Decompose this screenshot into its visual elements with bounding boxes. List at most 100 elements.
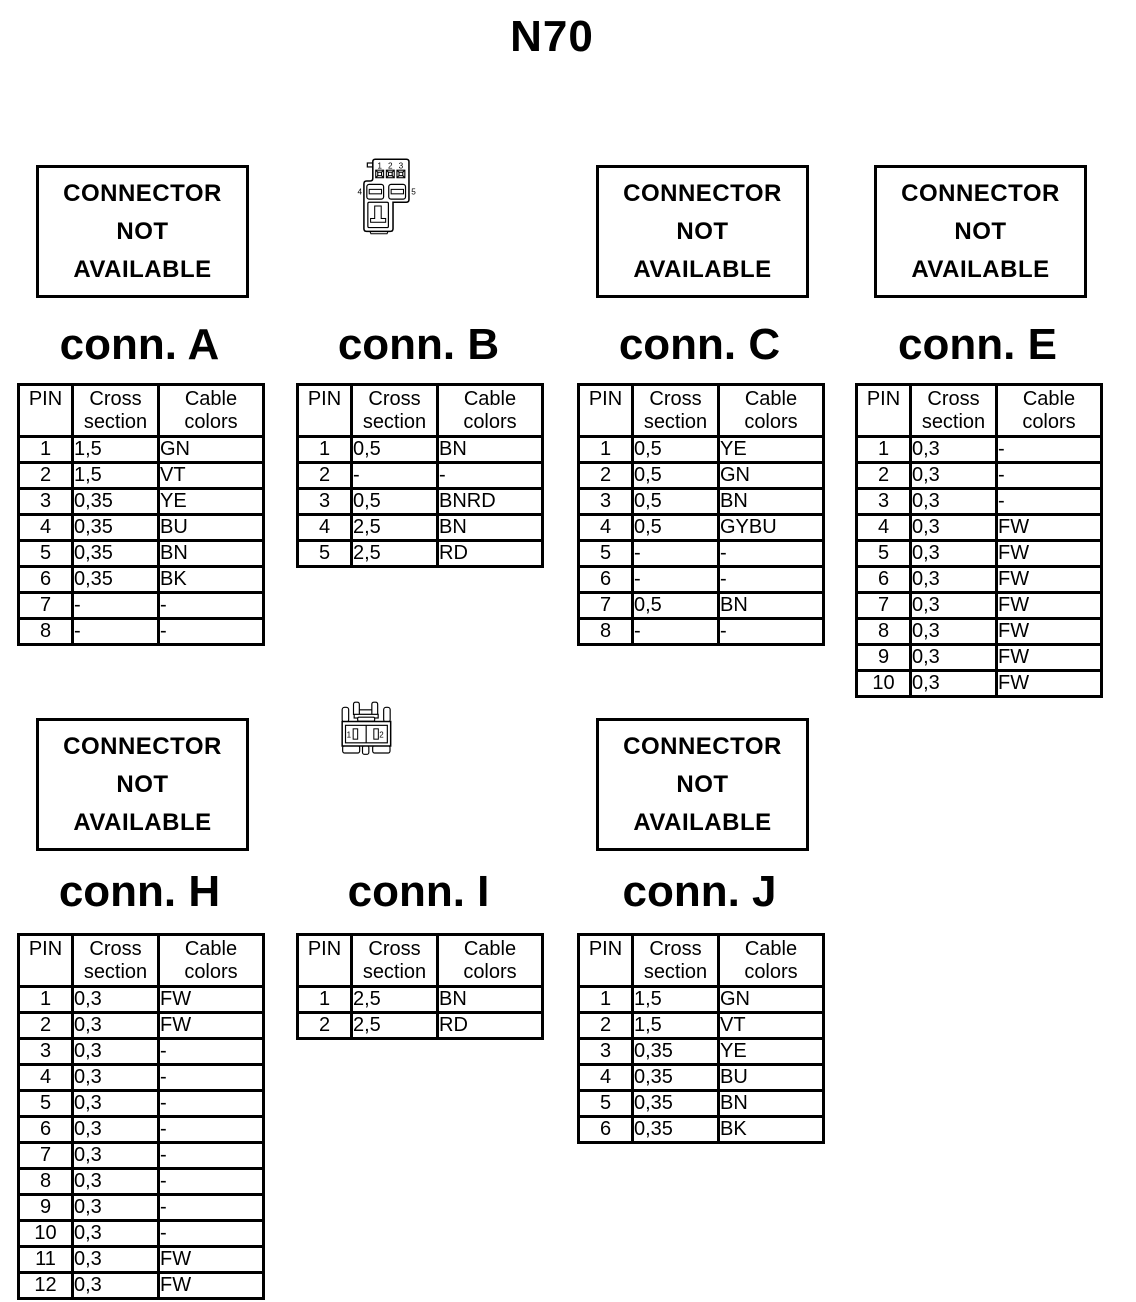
pin-number-label: 4 (358, 188, 363, 197)
cable-color-cell: GN (157, 435, 265, 464)
na-line: NOT (954, 217, 1007, 245)
cross-section-cell: 0,3 (71, 1141, 160, 1170)
cross-section-cell: - (631, 565, 720, 594)
cable-color-cell: GN (717, 985, 825, 1014)
cross-section-cell: 0,3 (909, 669, 998, 698)
cable-color-cell: BU (717, 1063, 825, 1092)
pin-cell: 4 (296, 513, 353, 542)
cross-section-cell: - (350, 461, 439, 490)
na-line: CONNECTOR (623, 179, 782, 207)
na-line: NOT (676, 770, 729, 798)
connector-label-a: conn. A (59, 320, 220, 369)
cable-color-cell: - (995, 487, 1103, 516)
connector-b-pin4-slot (368, 188, 383, 195)
cross-section-cell: 2,5 (350, 1011, 439, 1040)
table-row: 2-- (296, 461, 544, 490)
pin-cell: 3 (577, 1037, 634, 1066)
cable-color-cell: YE (717, 1037, 825, 1066)
cross-section-cell: 0,35 (631, 1037, 720, 1066)
pin-number-label: 5 (411, 188, 416, 197)
pin-cell: 1 (577, 985, 634, 1014)
connector-i-latch-catch (357, 716, 376, 722)
cross-section-cell: 0,35 (631, 1063, 720, 1092)
pin-cell: 2 (17, 461, 74, 490)
cross-section-cell: 0,5 (350, 435, 439, 464)
connector-label-j: conn. J (622, 867, 777, 916)
cable-color-cell: YE (717, 435, 825, 464)
cross-section-cell: 0,3 (71, 1167, 160, 1196)
pin-cell: 5 (296, 539, 353, 568)
cross-section-cell: 0,5 (631, 435, 720, 464)
connector-b-pin1-socket (375, 169, 385, 179)
cross-section-cell: 0,35 (71, 487, 160, 516)
pin-cell: 8 (577, 617, 634, 646)
connector-b-pin3-socket (396, 169, 406, 179)
page-title: N70 (510, 12, 594, 61)
pin-cell: 4 (17, 513, 74, 542)
connector-i-side-tab-right (383, 706, 391, 723)
cross-section-cell: 0,3 (909, 539, 998, 568)
na-line: AVAILABLE (633, 808, 772, 836)
pin-cell: 5 (855, 539, 912, 568)
pin-cell: 2 (577, 461, 634, 490)
cable-color-cell: BK (157, 565, 265, 594)
pin-number-label: 2 (379, 730, 384, 739)
na-line: CONNECTOR (901, 179, 1060, 207)
cable-color-cell: - (157, 1167, 265, 1196)
cross-section-cell: 0,3 (71, 1245, 160, 1274)
cross-section-cell: 0,3 (909, 617, 998, 646)
cable-color-cell: BN (436, 435, 544, 464)
cable-color-cell: BN (436, 513, 544, 542)
cable-color-cell: FW (995, 617, 1103, 646)
pin-cell: 12 (17, 1271, 74, 1300)
connector-label-h: conn. H (58, 867, 221, 916)
pin-cell: 1 (17, 435, 74, 464)
cable-color-cell: - (157, 1193, 265, 1222)
connector-b-drawing: 1 2 3 4 5 (358, 158, 416, 235)
na-line: AVAILABLE (911, 255, 1050, 283)
header-pin: PIN (17, 933, 74, 988)
pin-cell: 2 (577, 1011, 634, 1040)
cross-section-cell: 2,5 (350, 513, 439, 542)
cross-section-cell: 0,35 (71, 513, 160, 542)
table-row: 5-- (577, 539, 825, 568)
header-pin: PIN (17, 383, 74, 438)
na-line: CONNECTOR (63, 732, 222, 760)
pin-cell: 2 (296, 1011, 353, 1040)
pin-number-label: 2 (388, 162, 393, 171)
cable-color-cell: BNRD (436, 487, 544, 516)
not-available-box-h: CONNECTOR NOT AVAILABLE (36, 718, 249, 851)
